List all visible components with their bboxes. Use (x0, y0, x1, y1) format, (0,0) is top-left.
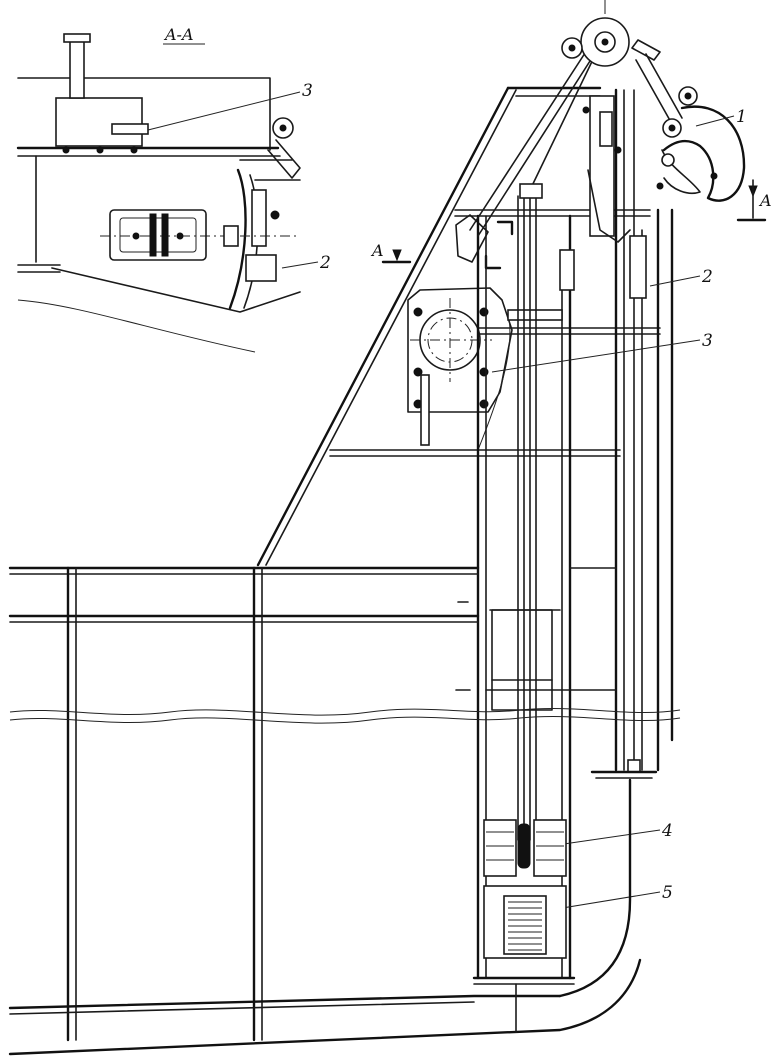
buffer-spring-coils (508, 901, 542, 951)
counterweight-left-stripes (486, 831, 514, 861)
plate-bolt (413, 307, 423, 317)
inset-roller-dot (132, 232, 140, 240)
inset-callout-3: 3 (302, 81, 313, 101)
angle-bracket (455, 214, 489, 263)
counterweight-right-stripes (536, 831, 564, 861)
sloping-edge-inner (265, 89, 517, 566)
leader-3 (491, 339, 701, 373)
counterweight-left (483, 819, 517, 877)
section-title: A-A (163, 25, 194, 44)
hook-pivot-axle (668, 124, 676, 132)
main-elevation: A A (8, 0, 772, 1056)
callout-3: 3 (702, 331, 713, 351)
hull-bottom (8, 994, 562, 1010)
inset-break-line (17, 299, 256, 353)
inset-leader-3 (147, 91, 301, 131)
hook-arm-b (645, 53, 683, 119)
inset-roller-dot (176, 232, 184, 240)
inset-arm (267, 139, 301, 179)
inset-bolt (130, 146, 138, 154)
inset-upper-outline (17, 77, 271, 151)
callout-2: 2 (701, 267, 713, 287)
leader-1 (695, 115, 735, 127)
inset-leader-2 (281, 261, 319, 269)
section-arrow-left (392, 249, 402, 262)
corner-mark-bottom (484, 254, 502, 270)
chamber-box (491, 609, 553, 711)
inset-opening-inner (119, 217, 197, 253)
column-cap (559, 249, 575, 291)
callout-4: 4 (661, 821, 673, 841)
buffer-spring-box (503, 895, 547, 955)
cable-terminal (517, 823, 531, 869)
inset-door-bracket (245, 254, 277, 282)
inset-pin (270, 210, 280, 220)
hull-bottom-b (9, 1001, 475, 1015)
inset-door-web (251, 189, 267, 247)
inset-winch-post-cap (63, 33, 91, 43)
inset-opening (109, 209, 207, 261)
section-view-a-a: A-A 3 2 (16, 25, 331, 353)
top-sheave-axle (601, 38, 609, 46)
inset-callout-2: 2 (319, 253, 331, 273)
leader-2 (649, 275, 701, 287)
inset-brackets (239, 159, 301, 181)
leader-4 (549, 829, 661, 847)
plate-bolt (413, 367, 423, 377)
plate-rod (420, 374, 430, 446)
hook-roller-axle (684, 92, 692, 100)
inset-divider (149, 213, 157, 257)
cable-diagonal-b (477, 35, 607, 237)
inset-bottom-diagonal (51, 267, 301, 313)
pedestal-bolt (582, 106, 590, 114)
inset-bolt (62, 146, 70, 154)
cable-clamp (519, 183, 543, 199)
cable-diagonal (469, 29, 601, 231)
rail-slider (629, 235, 647, 299)
break-line-lower (9, 715, 681, 724)
inset-winch-body (55, 97, 143, 147)
hook-eye (661, 153, 675, 167)
break-line-upper (9, 707, 681, 716)
section-mark-left: A (370, 241, 384, 260)
inset-divider (161, 213, 169, 257)
inset-roller-axle (279, 124, 287, 132)
side-sheave-axle (568, 44, 576, 52)
inset-door-curve (228, 168, 247, 310)
pedestal-plate (599, 111, 613, 147)
hook-bolt (710, 172, 718, 180)
hook-body (662, 105, 746, 202)
inset-winch-bar (111, 123, 149, 135)
hook-link (631, 39, 661, 61)
inset-lug (223, 225, 239, 247)
disc-plate (407, 287, 513, 413)
rail-foot-block (627, 759, 641, 773)
stern-curve (558, 778, 632, 998)
pedestal-bolt (614, 146, 622, 154)
callout-5: 5 (662, 883, 673, 903)
hook-bolt (656, 182, 664, 190)
inset-winch-post (69, 37, 85, 99)
inset-bolt (96, 146, 104, 154)
sloping-edge-outer (256, 86, 510, 567)
counterweight-right (533, 819, 567, 877)
hull-keel (8, 958, 642, 1056)
corner-mark-top (496, 220, 514, 236)
callout-1: 1 (736, 107, 747, 127)
plate-break (477, 311, 511, 451)
column-top-block (507, 309, 563, 321)
section-mark-right: A (758, 191, 772, 210)
hook-arm (635, 59, 673, 125)
pedestal-curve (587, 169, 631, 243)
